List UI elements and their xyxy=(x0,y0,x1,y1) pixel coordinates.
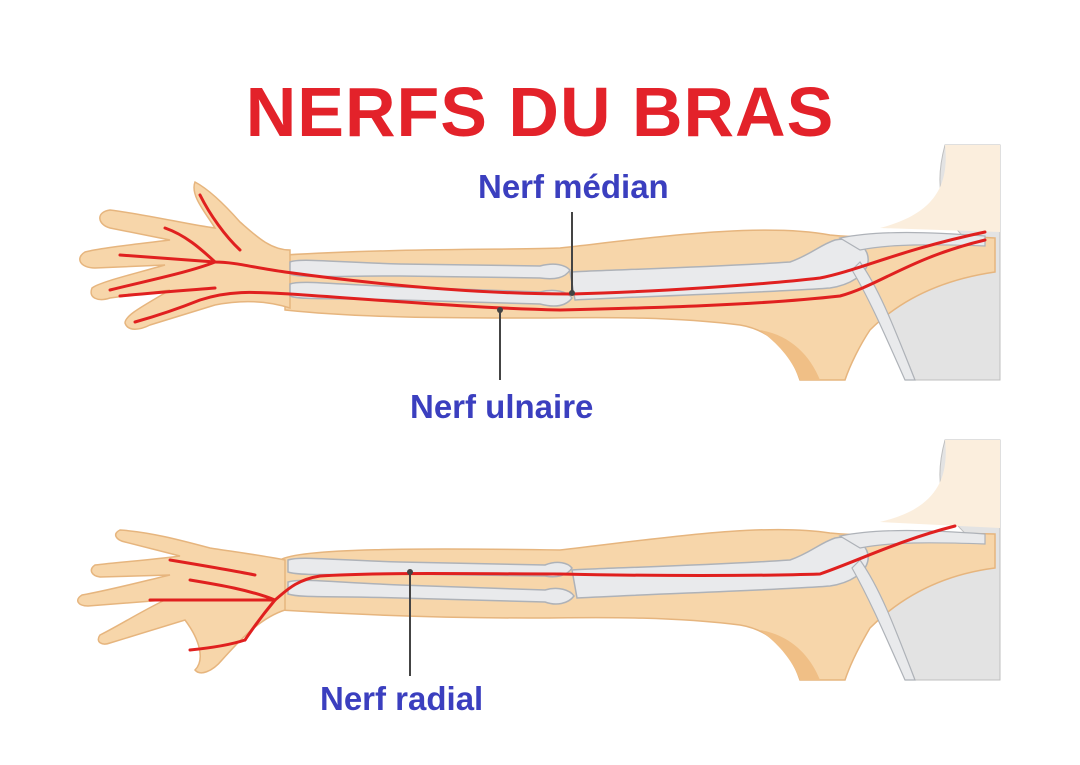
median-nerve-label: Nerf médian xyxy=(478,168,669,205)
bottom-ulna-bone xyxy=(287,579,575,605)
top-arm-skin xyxy=(284,229,996,381)
top-shoulder-skin xyxy=(880,145,1000,232)
top-elbow-shadow xyxy=(760,330,820,380)
ulnar-nerve-label: Nerf ulnaire xyxy=(410,388,594,425)
radial-nerve-label: Nerf radial xyxy=(320,680,484,717)
bottom-elbow-shadow xyxy=(760,630,820,680)
bottom-nerves xyxy=(148,524,957,652)
bottom-shoulder-skin xyxy=(880,440,1000,528)
bottom-scapula xyxy=(851,559,916,681)
page-title: NERFS DU BRAS xyxy=(245,73,835,151)
top-arm xyxy=(79,144,1001,381)
top-nerves xyxy=(108,193,987,324)
top-ulna-bone xyxy=(289,281,573,307)
bottom-radial-nerve xyxy=(243,524,957,642)
top-scapula xyxy=(851,261,916,381)
top-ulnar-nerve xyxy=(133,238,987,324)
bottom-arm xyxy=(77,439,1001,681)
bottom-arm-skin xyxy=(279,528,996,681)
